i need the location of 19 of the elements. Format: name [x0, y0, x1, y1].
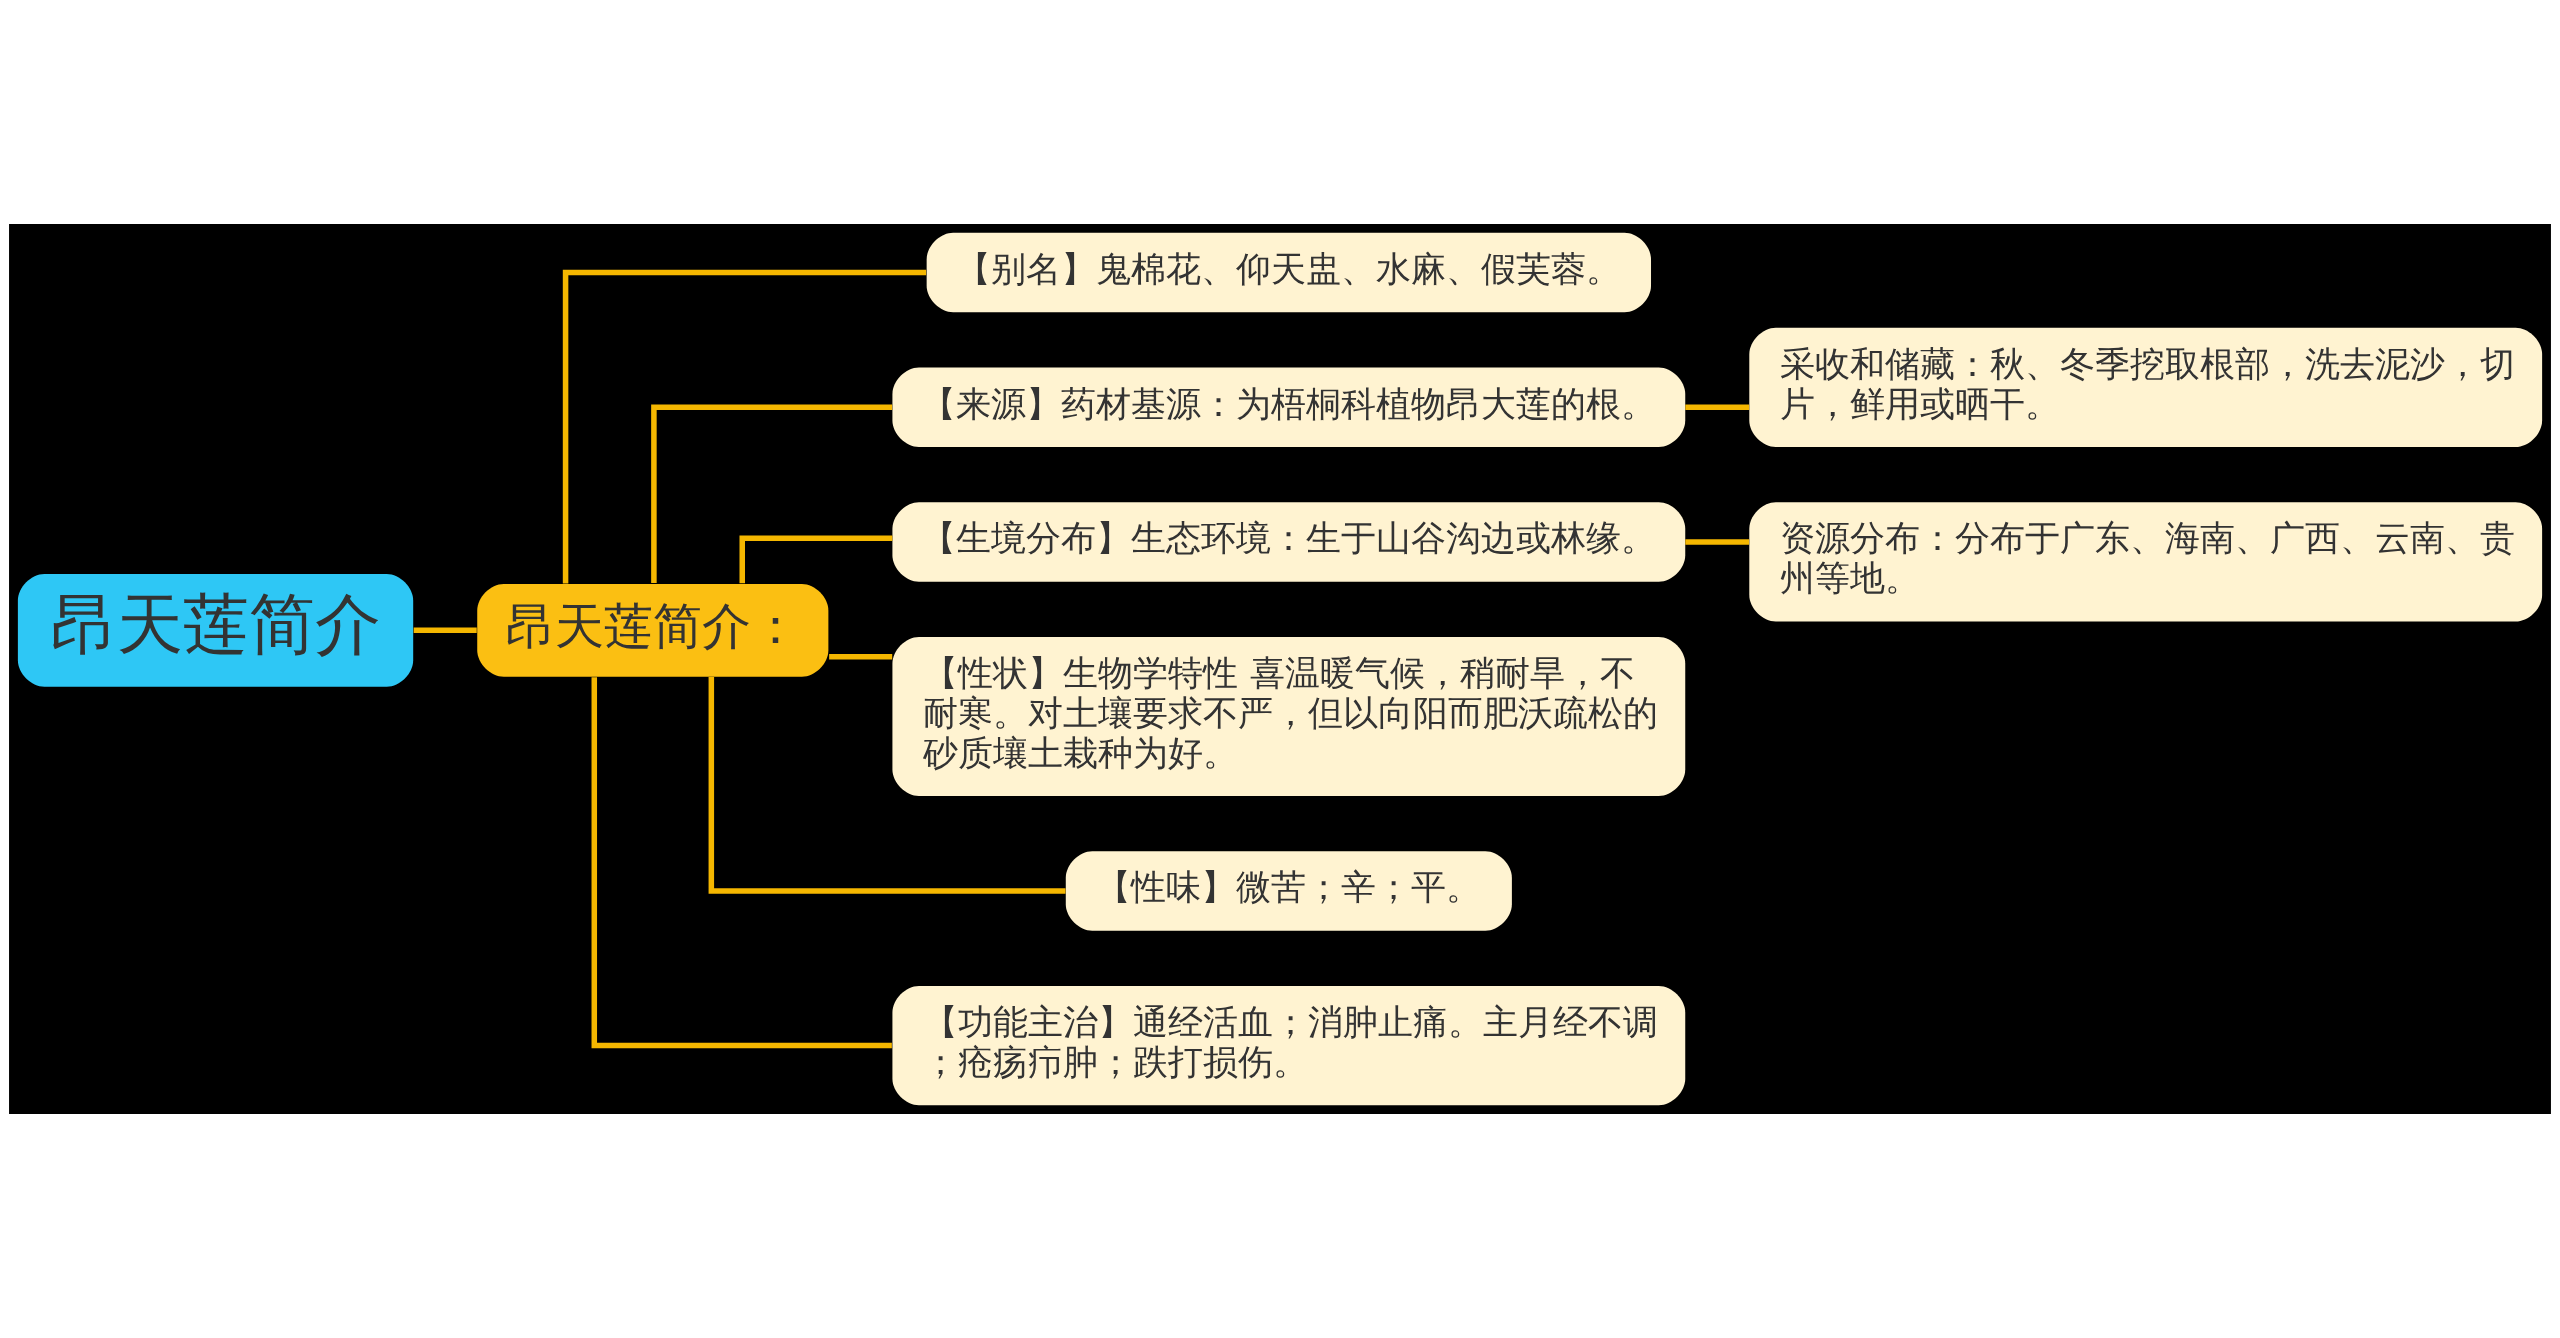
connector [829, 654, 893, 660]
node-box: 采收和储藏：秋、冬季挖取根部，洗去泥沙，切片，鲜用或晒干。 [1749, 327, 2543, 448]
node-box: 【来源】药材基源：为梧桐科植物昂大莲的根。 [892, 367, 1686, 448]
connector [413, 627, 477, 634]
connector [739, 535, 893, 584]
node-box: 【功能主治】通经活血；消肿止痛。主月经不调；疮疡疖肿；跌打损伤。 [892, 985, 1686, 1106]
connector [651, 404, 893, 584]
connector [591, 677, 892, 1049]
node-box: 【生境分布】生态环境：生于山谷沟边或林缘。 [892, 502, 1686, 582]
connector [562, 269, 927, 584]
connector [708, 676, 1066, 894]
node-box: 【性状】生物学特性 喜温暖气候，稍耐旱，不耐寒。对土壤要求不严，但以向阳而肥沃疏松的砂质壤土栽种为好。 [892, 637, 1686, 796]
connector [1685, 404, 1750, 411]
node-box: 【性味】微苦；辛；平。 [1065, 851, 1512, 931]
node-box: 昂天莲简介： [477, 584, 829, 677]
node-box: 【别名】鬼棉花、仰天盅、水麻、假芙蓉。 [926, 232, 1651, 313]
node-box: 资源分布：分布于广东、海南、广西、云南、贵州等地。 [1749, 502, 2543, 622]
node-box: 昂天莲简介 [17, 574, 414, 687]
connector [1685, 539, 1750, 545]
